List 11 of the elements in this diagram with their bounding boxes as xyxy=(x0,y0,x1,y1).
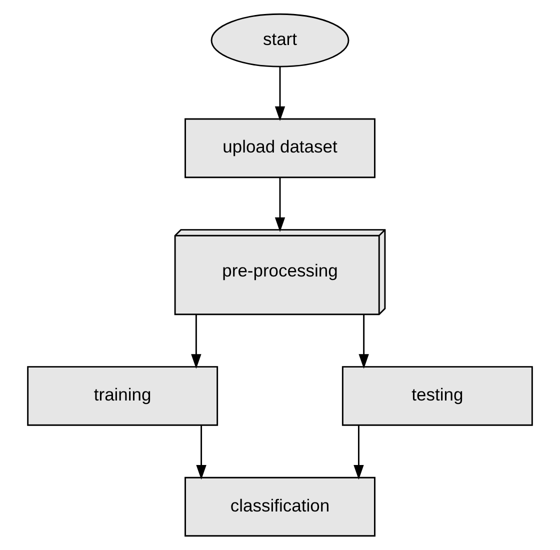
arrow xyxy=(358,314,369,369)
arrow xyxy=(274,178,286,232)
node-box: upload dataset xyxy=(184,118,376,178)
node-box: training xyxy=(27,366,218,426)
node-box: testing xyxy=(342,366,533,426)
arrow xyxy=(191,314,202,369)
arrow xyxy=(274,66,286,122)
node-ellipse: start xyxy=(210,13,350,68)
arrow xyxy=(196,426,206,480)
arrow xyxy=(354,426,364,480)
node-box: classification xyxy=(184,476,376,537)
